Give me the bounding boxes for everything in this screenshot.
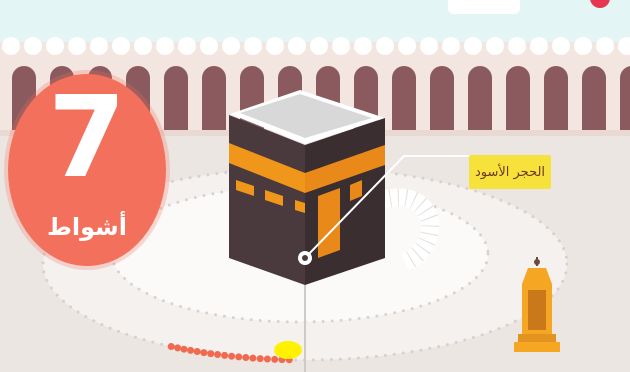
circuits-badge: 7 أشواط [8,74,166,266]
wall-crenel [244,37,262,55]
wall-crenel [332,37,350,55]
black-stone-label: الحجر الأسود [469,155,551,189]
wall-crenel [222,37,240,55]
wall-crenel [420,37,438,55]
progress-dot [271,356,278,363]
wall-arch [202,66,226,132]
progress-dot [207,350,214,357]
wall-crenel [442,37,460,55]
wall-crenel [24,37,42,55]
progress-dot [200,349,207,356]
wall-arch [468,66,492,132]
progress-dot [257,355,264,362]
wall-crenel [2,37,20,55]
wall-crenel [376,37,394,55]
wall-crenel [398,37,416,55]
progress-dot [264,356,271,363]
progress-dot [249,355,256,362]
wall-crenel [90,37,108,55]
wall-arch [582,66,606,132]
wall-crenel [552,37,570,55]
progress-dot [181,346,188,353]
wall-crenel [134,37,152,55]
progress-dot [221,352,228,359]
wall-crenel [46,37,64,55]
wall-arch [506,66,530,132]
wall-crenel [508,37,526,55]
wall-arch [430,66,454,132]
progress-dot [187,347,194,354]
wall-crenel [354,37,372,55]
progress-dot [174,344,181,351]
wall-crenel [464,37,482,55]
wall-crenel [486,37,504,55]
wall-crenel [596,37,614,55]
wall-crenel [288,37,306,55]
progress-dot [168,343,175,350]
progress-dot [242,354,249,361]
wall-arch [620,66,630,132]
wall-crenel [530,37,548,55]
progress-dot [228,353,235,360]
wall-crenel [178,37,196,55]
wall-arch [392,66,416,132]
wall-crenel [112,37,130,55]
wall-crenel [574,37,592,55]
progress-dot [194,348,201,355]
top-banner [448,0,520,14]
progress-dot [235,353,242,360]
wall-crenel [200,37,218,55]
circuits-label: أشواط [8,212,166,242]
wall-arch [544,66,568,132]
progress-dot [214,351,221,358]
wall-crenel [310,37,328,55]
wall-crenel [68,37,86,55]
wall-crenel [266,37,284,55]
circuits-count: 7 [8,78,166,198]
wall-arch [164,66,188,132]
wall-crenel [156,37,174,55]
start-marker [274,341,302,359]
